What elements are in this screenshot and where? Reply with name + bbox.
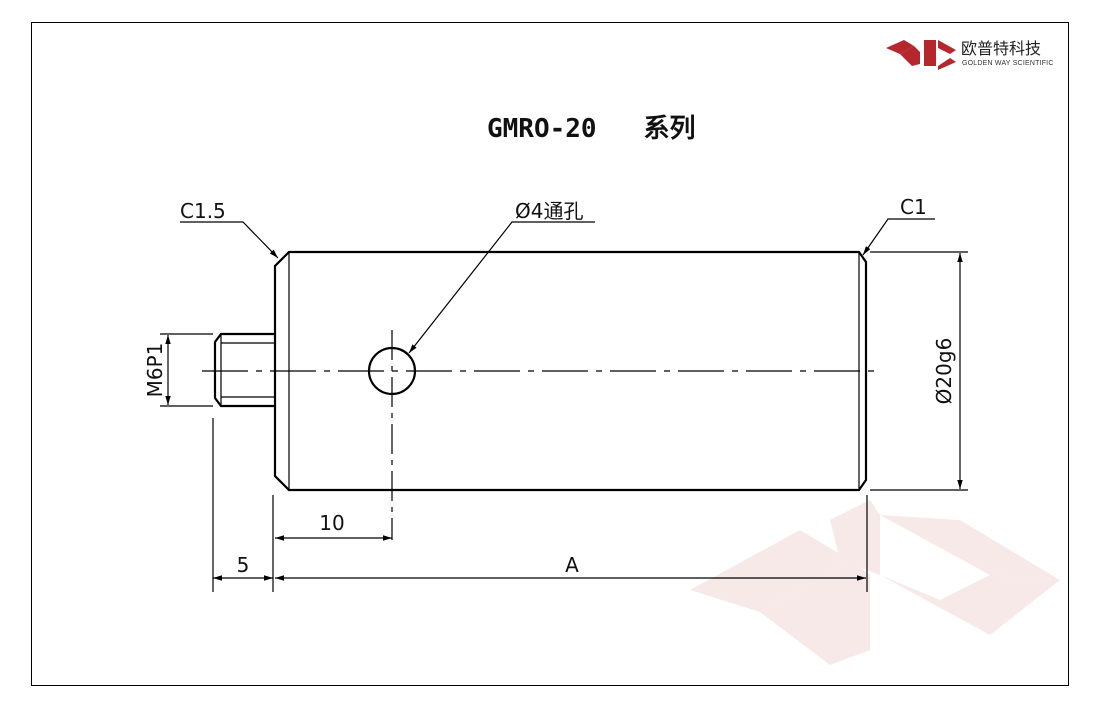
dimension-lines — [165, 253, 963, 581]
hole-label: Ø4通孔 — [515, 199, 583, 223]
extension-lines — [160, 251, 968, 592]
chamfer-left-label: C1.5 — [180, 199, 226, 223]
brand-logo-icon — [886, 40, 956, 70]
diameter-label: Ø20g6 — [932, 338, 956, 405]
dim-thread-length: 5 — [237, 553, 250, 577]
drawing-title: GMRO-20 系列 — [487, 114, 696, 144]
center-lines — [202, 330, 880, 540]
leader-lines — [180, 218, 935, 354]
brand-name-en: GOLDEN WAY SCIENTIFIC — [962, 60, 1054, 67]
dim-total-length: A — [565, 553, 579, 577]
chamfer-right-label: C1 — [900, 195, 927, 219]
watermark-logo — [690, 500, 1060, 665]
brand-logo: 欧普特科技 GOLDEN WAY SCIENTIFIC — [886, 39, 1054, 70]
dim-hole-position: 10 — [319, 511, 344, 535]
thread-label: M6P1 — [143, 343, 167, 398]
brand-name-cn: 欧普特科技 — [961, 39, 1041, 58]
